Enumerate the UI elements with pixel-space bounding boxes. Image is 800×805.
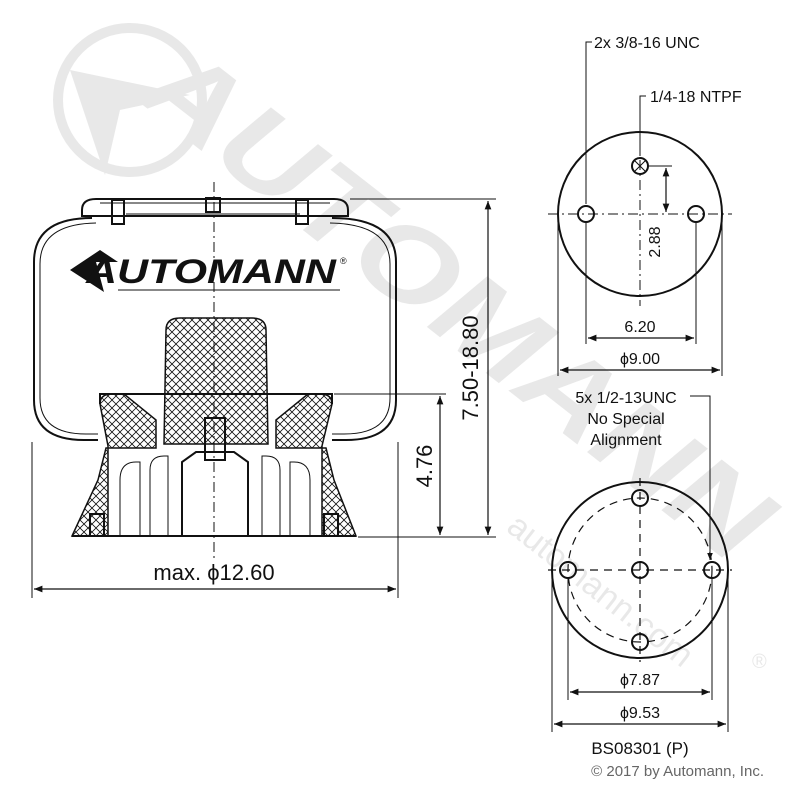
bolt-hole-bottom [631,633,649,651]
dim-bottom-diameter: ϕ9.53 [620,705,660,722]
part-number: BS08301 (P) [591,739,688,758]
watermark-registered-mark: ® [752,651,767,673]
callout-bolts-leader [690,395,713,560]
logo-text: AUTOMANN [85,253,338,291]
piston-bolt-right [323,513,339,537]
piston-right [275,393,358,537]
dim-piston-height: 4.76 [412,445,437,488]
callout-studs: 2x 3/8-16 UNC [594,35,700,52]
bumper [163,317,269,445]
bottom-view: 5x 1/2-13UNC No Special Alignment ϕ7.87 … [548,390,732,732]
callout-studs-leader [585,41,592,204]
top-view: 2x 3/8-16 UNC 1/4-18 NTPF 2.88 6.20 ϕ9.0… [548,35,742,376]
piston-bolt-left [89,513,105,537]
callout-bolts-line3: Alignment [590,432,662,449]
logo-arrow-icon [70,250,118,292]
bellows-outer [33,217,397,441]
callout-bolts-line1: 5x 1/2-13UNC [575,390,676,407]
piston-hub [181,451,249,536]
dim-top-diameter: ϕ9.00 [620,351,660,368]
stud-right [295,199,309,225]
copyright: © 2017 by Automann, Inc. [591,763,764,780]
dim-height-range: 7.50-18.80 [458,315,483,420]
stud-center [205,197,221,213]
dim-vertical: 2.88 [647,226,664,257]
logo-registered: ® [340,256,347,266]
dim-spacing: 6.20 [624,319,655,336]
bolt-hole-center [631,561,649,579]
piston-inner-walls [119,455,311,536]
side-view: AUTOMANN ® 7.50-18.80 4.76 max. ϕ12.60 [31,182,496,598]
stud-left [111,199,125,225]
dim-bolt-circle: ϕ7.87 [620,672,660,689]
watermark-logo-ring [53,23,207,177]
air-port-cross [633,159,647,173]
product-logo: AUTOMANN ® [70,250,347,292]
piston-bolt [204,417,226,461]
bolt-hole-top [631,489,649,507]
callout-port-leader [639,95,646,156]
bellows-inner [39,222,391,435]
watermark-logo-arrow-icon [70,70,190,175]
watermark-brand-text: AUTOMANN [111,28,800,578]
dim-max-diameter: max. ϕ12.60 [153,560,274,585]
bead-plate-inner [100,202,330,215]
bead-plate [81,198,349,217]
callout-bolts-line2: No Special [587,411,664,428]
callout-port: 1/4-18 NTPF [650,89,742,106]
piston-left [70,393,157,537]
